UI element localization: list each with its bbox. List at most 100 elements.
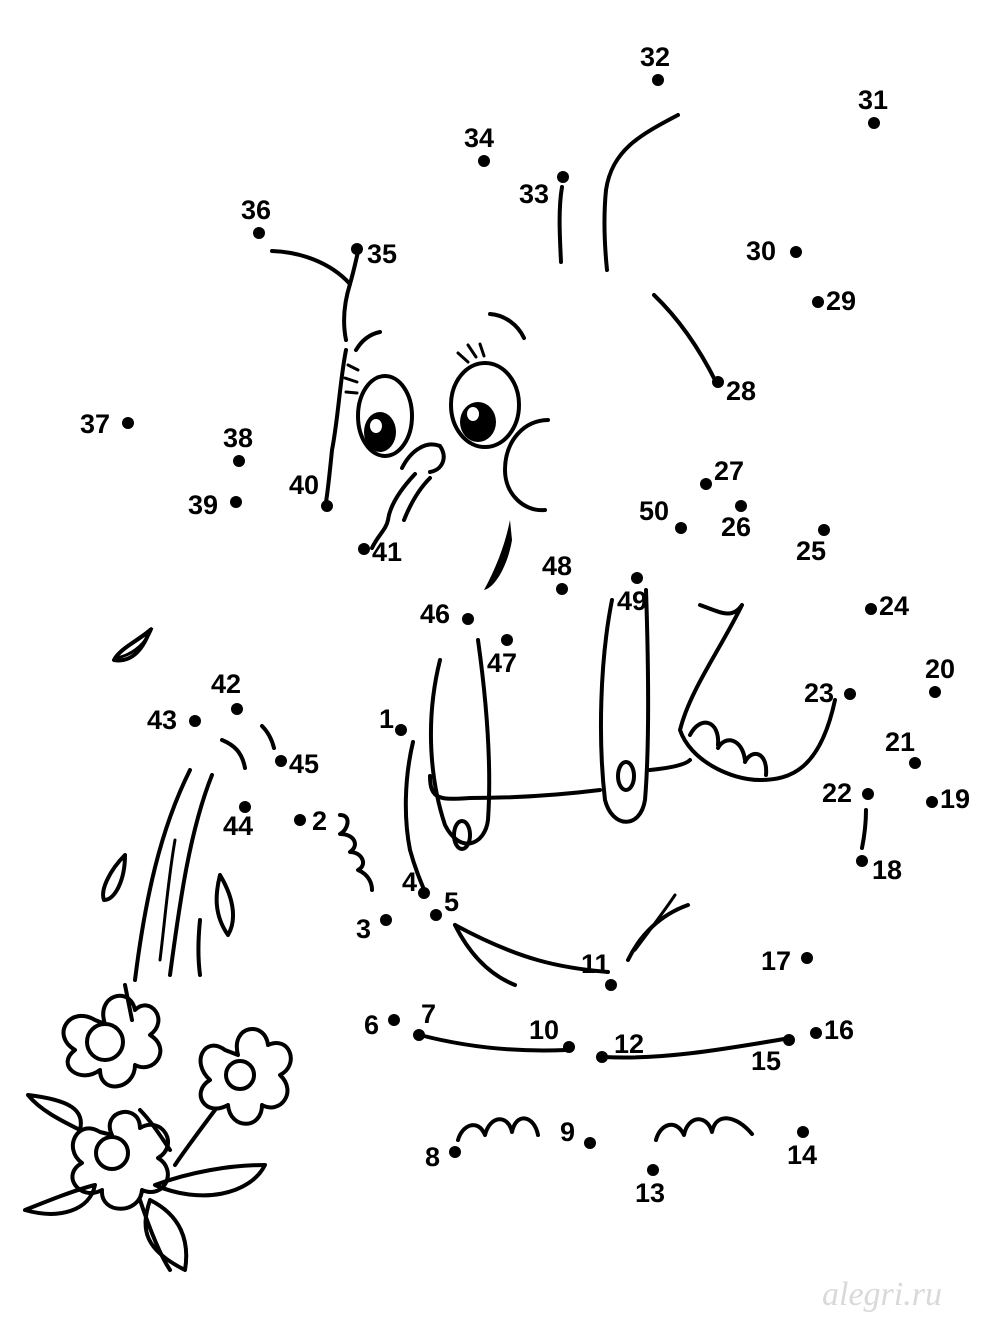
dot-point-19: 19 — [926, 784, 970, 814]
dot-number-label: 2 — [312, 806, 327, 836]
dot-number-label: 46 — [420, 599, 450, 629]
dot-marker — [478, 155, 490, 167]
dot-marker — [652, 74, 664, 86]
dot-point-20: 20 — [925, 654, 955, 698]
dot-number-label: 9 — [560, 1117, 575, 1147]
dot-point-1: 1 — [379, 704, 407, 736]
dot-marker — [253, 227, 265, 239]
dot-point-26: 26 — [721, 500, 751, 542]
dot-point-33: 33 — [519, 171, 569, 209]
dot-marker — [449, 1146, 461, 1158]
dot-point-3: 3 — [356, 914, 392, 944]
dot-point-22: 22 — [822, 778, 874, 808]
dot-point-24: 24 — [865, 591, 909, 621]
dot-marker — [818, 524, 830, 536]
dot-point-8: 8 — [425, 1142, 461, 1172]
dot-number-label: 38 — [223, 423, 253, 453]
dot-number-label: 29 — [826, 286, 856, 316]
dot-marker — [239, 801, 251, 813]
dot-marker — [647, 1164, 659, 1176]
dot-point-35: 35 — [351, 239, 397, 269]
dot-number-label: 36 — [241, 195, 271, 225]
dot-number-label: 1 — [379, 704, 394, 734]
dot-marker — [790, 246, 802, 258]
dot-point-15: 15 — [751, 1034, 795, 1076]
dot-point-10: 10 — [529, 1015, 575, 1053]
dot-point-34: 34 — [464, 123, 494, 167]
dot-number-label: 31 — [858, 85, 888, 115]
dot-number-label: 12 — [614, 1029, 644, 1059]
dot-point-9: 9 — [560, 1117, 596, 1149]
dot-marker — [810, 1027, 822, 1039]
dot-marker — [556, 583, 568, 595]
dot-marker — [395, 724, 407, 736]
dot-point-4: 4 — [402, 867, 430, 899]
dot-point-27: 27 — [700, 456, 744, 490]
dot-marker — [321, 500, 333, 512]
dot-point-39: 39 — [188, 490, 242, 520]
dot-point-17: 17 — [761, 946, 813, 976]
dot-number-label: 23 — [804, 678, 834, 708]
dot-number-label: 25 — [796, 536, 826, 566]
dot-number-label: 34 — [464, 123, 494, 153]
dot-point-7: 7 — [413, 999, 436, 1041]
dot-marker — [388, 1014, 400, 1026]
dot-number-label: 13 — [635, 1178, 665, 1208]
dot-marker — [675, 522, 687, 534]
dot-number-label: 6 — [364, 1010, 379, 1040]
dot-number-label: 4 — [402, 867, 417, 897]
dot-marker — [700, 478, 712, 490]
dot-point-43: 43 — [147, 705, 201, 735]
dot-number-label: 17 — [761, 946, 791, 976]
dot-marker — [865, 603, 877, 615]
dot-marker — [783, 1034, 795, 1046]
dot-marker — [418, 887, 430, 899]
dot-point-23: 23 — [804, 678, 856, 708]
dot-marker — [584, 1137, 596, 1149]
dot-number-label: 48 — [542, 551, 572, 581]
dot-marker — [862, 788, 874, 800]
dot-point-41: 41 — [358, 537, 402, 567]
dot-marker — [231, 703, 243, 715]
dot-point-49: 49 — [617, 572, 647, 616]
dot-point-44: 44 — [223, 801, 253, 841]
dot-number-label: 44 — [223, 811, 253, 841]
dot-point-37: 37 — [80, 409, 134, 439]
dot-number-label: 47 — [487, 648, 517, 678]
dot-marker — [801, 952, 813, 964]
dot-number-label: 37 — [80, 409, 110, 439]
dot-point-31: 31 — [858, 85, 888, 129]
dot-number-label: 19 — [940, 784, 970, 814]
dot-marker — [909, 757, 921, 769]
dot-number-label: 35 — [367, 239, 397, 269]
dot-point-28: 28 — [712, 376, 756, 406]
dot-point-40: 40 — [289, 470, 333, 512]
dot-point-48: 48 — [542, 551, 572, 595]
dot-marker — [735, 500, 747, 512]
dot-marker — [856, 855, 868, 867]
dot-point-29: 29 — [812, 286, 856, 316]
dot-number-label: 28 — [726, 376, 756, 406]
dot-marker — [812, 296, 824, 308]
dot-number-label: 10 — [529, 1015, 559, 1045]
dot-number-label: 49 — [617, 586, 647, 616]
flowers-illustration — [23, 983, 293, 1272]
dot-number-label: 43 — [147, 705, 177, 735]
dot-point-12: 12 — [596, 1029, 644, 1063]
dot-marker — [501, 634, 513, 646]
dot-marker — [430, 909, 442, 921]
dot-marker — [868, 117, 880, 129]
dot-marker — [557, 171, 569, 183]
dot-marker — [230, 496, 242, 508]
dot-number-label: 26 — [721, 512, 751, 542]
dot-number-label: 22 — [822, 778, 852, 808]
dot-number-label: 8 — [425, 1142, 440, 1172]
dot-marker — [351, 243, 363, 255]
dot-marker — [596, 1051, 608, 1063]
dot-number-label: 3 — [356, 914, 371, 944]
dot-marker — [797, 1126, 809, 1138]
dot-marker — [413, 1029, 425, 1041]
